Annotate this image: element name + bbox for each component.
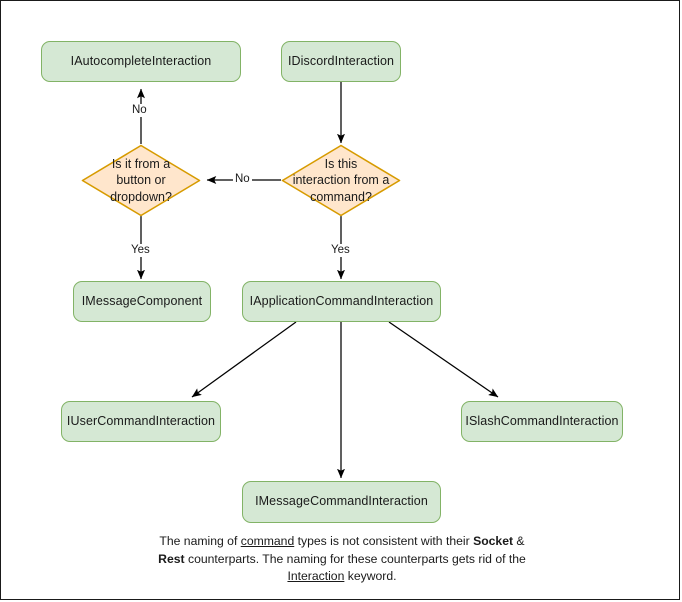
edge-label-no-left: No [233,173,252,186]
node-user-command-interaction[interactable]: IUserCommandInteraction [61,401,221,442]
node-autocomplete-interaction[interactable]: IAutocompleteInteraction [41,41,241,82]
node-discord-interaction-label: IDiscordInteraction [287,53,395,68]
node-decision-from-command-label: Is this interaction from a command? [292,157,390,204]
node-slash-command-interaction[interactable]: ISlashCommandInteraction [461,401,623,442]
node-autocomplete-interaction-label: IAutocompleteInteraction [70,53,212,68]
caption-line3-a: counterparts gets rid of the [380,551,526,566]
caption-interaction-underline: Interaction [287,569,345,584]
caption-line1-a: The naming of [159,534,241,548]
node-decision-from-command[interactable]: Is this interaction from a command? [281,144,401,217]
node-slash-command-interaction-label: ISlashCommandInteraction [465,413,619,428]
caption-line2-rest: counterparts. The naming for these [184,551,378,566]
caption-line1-b: types is not consistent with their [294,534,470,548]
node-user-command-interaction-label: IUserCommandInteraction [66,413,216,428]
edge-label-yes-right: Yes [329,244,352,257]
node-application-command-interaction-label: IApplicationCommandInteraction [249,293,434,308]
edge-application-to-user-command [191,321,297,398]
node-decision-button-or-dropdown-label: Is it from a button or dropdown? [110,157,172,204]
node-application-command-interaction[interactable]: IApplicationCommandInteraction [242,281,441,322]
node-message-command-interaction-label: IMessageCommandInteraction [255,494,428,509]
node-message-component-label: IMessageComponent [81,293,203,308]
caption-line3-b: keyword. [344,569,397,584]
decision-diamond-shape [281,144,401,217]
caption-socket-bold: Socket [473,534,514,548]
node-decision-button-or-dropdown[interactable]: Is it from a button or dropdown? [81,144,201,217]
node-discord-interaction[interactable]: IDiscordInteraction [281,41,401,82]
caption-amp: & [513,534,525,548]
caption-rest-bold: Rest [158,551,185,566]
edge-label-no-up: No [130,104,149,117]
edge-label-yes-left: Yes [129,244,152,257]
decision-diamond-shape [81,144,201,217]
diagram-caption: The naming of command types is not consi… [151,533,533,586]
node-message-component[interactable]: IMessageComponent [73,281,211,322]
caption-command-underline: command [240,534,295,548]
node-message-command-interaction[interactable]: IMessageCommandInteraction [242,481,441,523]
edge-application-to-slash-command [388,321,499,398]
